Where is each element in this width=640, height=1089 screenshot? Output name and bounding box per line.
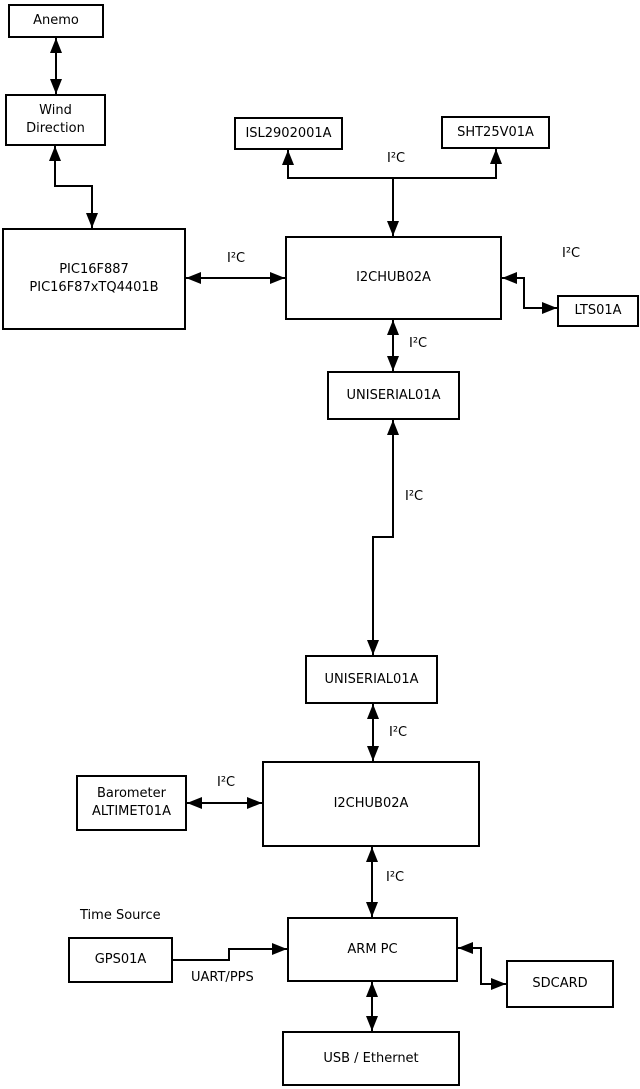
label-uart-pps: UART/PPS xyxy=(191,970,254,985)
box-lts01a: LTS01A xyxy=(557,295,639,327)
box-wind-direction: Wind Direction xyxy=(5,94,106,146)
label-i2c-pic-hub1: I²C xyxy=(227,251,246,266)
box-uniserial01a-1: UNISERIAL01A xyxy=(327,371,460,420)
box-uniserial01a-2: UNISERIAL01A xyxy=(305,655,438,704)
box-gps01a: GPS01A xyxy=(68,937,173,983)
box-anemo-label: Anemo xyxy=(33,13,79,29)
label-i2c-uniserial2-hub2: I²C xyxy=(389,725,408,740)
box-pic16f887: PIC16F887 PIC16F87xTQ4401B xyxy=(2,228,186,330)
box-sht25v01a-label: SHT25V01A xyxy=(457,124,534,140)
box-gps01a-label: GPS01A xyxy=(94,952,147,968)
box-anemo: Anemo xyxy=(8,4,104,38)
connector-uniserial1-uniserial2 xyxy=(367,420,399,655)
box-isl2902001a-label: ISL2902001A xyxy=(245,125,332,141)
label-i2c-sensor-bus: I²C xyxy=(387,151,406,166)
box-uniserial01a-2-label: UNISERIAL01A xyxy=(324,671,419,687)
box-usb-ethernet-label: USB / Ethernet xyxy=(323,1050,419,1066)
box-lts01a-label: LTS01A xyxy=(574,303,622,319)
box-sdcard: SDCARD xyxy=(506,960,614,1008)
box-i2chub02a-1-label: I2CHUB02A xyxy=(356,270,431,286)
box-sdcard-label: SDCARD xyxy=(532,976,588,992)
connector-hub1-lts xyxy=(502,272,557,314)
box-sht25v01a: SHT25V01A xyxy=(441,116,550,149)
label-i2c-hub1-uniserial1: I²C xyxy=(409,336,428,351)
box-usb-ethernet: USB / Ethernet xyxy=(282,1031,460,1086)
box-i2chub02a-2: I2CHUB02A xyxy=(262,761,480,847)
label-time-source: Time Source xyxy=(80,908,161,923)
box-pic16f887-label: PIC16F887 PIC16F87xTQ4401B xyxy=(29,262,159,295)
box-arm-pc-label: ARM PC xyxy=(347,941,398,957)
box-isl2902001a: ISL2902001A xyxy=(234,117,343,150)
box-i2chub02a-2-label: I2CHUB02A xyxy=(333,796,409,812)
label-i2c-hub1-lts: I²C xyxy=(562,246,581,261)
box-barometer-altimet01a-label: Barometer ALTIMET01A xyxy=(92,786,171,819)
connector-armpc-sdcard xyxy=(458,942,506,990)
box-wind-direction-label: Wind Direction xyxy=(26,103,85,136)
label-i2c-barometer-hub2: I²C xyxy=(217,775,236,790)
connector-wind-pic xyxy=(49,146,98,228)
box-arm-pc: ARM PC xyxy=(287,917,458,982)
box-barometer-altimet01a: Barometer ALTIMET01A xyxy=(76,775,187,831)
box-uniserial01a-1-label: UNISERIAL01A xyxy=(346,387,441,403)
connector-gps-armpc xyxy=(173,943,287,961)
label-i2c-uniserial-link: I²C xyxy=(405,489,424,504)
label-i2c-hub2-armpc: I²C xyxy=(386,870,405,885)
box-i2chub02a-1: I2CHUB02A xyxy=(285,236,502,320)
